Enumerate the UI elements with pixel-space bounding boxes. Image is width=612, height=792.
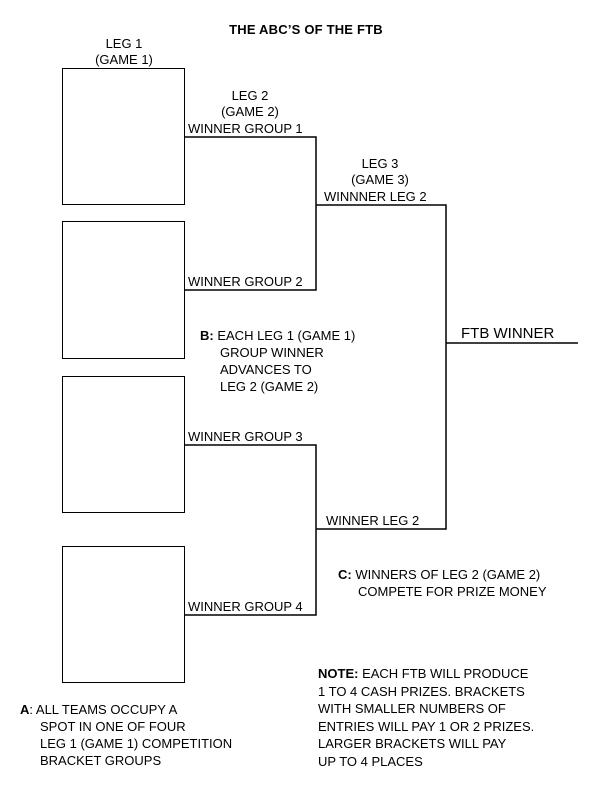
note-line1: EACH FTB WILL PRODUCE (362, 666, 529, 681)
bracket-leg2-upper (185, 136, 317, 291)
note-b-line3: ADVANCES TO (220, 362, 312, 377)
page-title: THE ABC’S OF THE FTB (229, 22, 383, 37)
leg3-label: LEG 3 (GAME 3) (330, 156, 430, 188)
leg1-line2: (GAME 1) (95, 52, 153, 67)
note-b-line4: LEG 2 (GAME 2) (220, 379, 319, 394)
group-1-box (62, 68, 185, 205)
note-a: A: ALL TEAMS OCCUPY A SPOT IN ONE OF FOU… (20, 701, 232, 769)
leg3-line1: LEG 3 (361, 156, 399, 171)
note-c: C: WINNERS OF LEG 2 (GAME 2) COMPETE FOR… (338, 566, 547, 600)
note-a-line4: BRACKET GROUPS (40, 753, 162, 768)
note-c-letter: C: (338, 567, 352, 582)
leg2-line2: (GAME 2) (221, 104, 279, 119)
winner-group-3-label: WINNER GROUP 3 (188, 429, 303, 444)
leg1-line1: LEG 1 (105, 36, 143, 51)
winner-leg2-bottom-label: WINNER LEG 2 (326, 513, 420, 528)
winner-group-2-label: WINNER GROUP 2 (188, 274, 303, 289)
note-main: NOTE: EACH FTB WILL PRODUCE 1 TO 4 CASH … (318, 665, 534, 770)
note-c-line1: WINNERS OF LEG 2 (GAME 2) (355, 567, 541, 582)
winner-group-1-label: WINNER GROUP 1 (188, 121, 303, 136)
note-b-line2: GROUP WINNER (220, 345, 324, 360)
leg2-label: LEG 2 (GAME 2) (200, 88, 300, 120)
note-b: B: EACH LEG 1 (GAME 1) GROUP WINNER ADVA… (200, 327, 355, 395)
leg2-line1: LEG 2 (231, 88, 269, 103)
winner-group-4-label: WINNER GROUP 4 (188, 599, 303, 614)
note-line6: UP TO 4 PLACES (318, 753, 423, 769)
note-line2: 1 TO 4 CASH PRIZES. BRACKETS (318, 683, 525, 699)
note-line5: LARGER BRACKETS WILL PAY (318, 736, 507, 751)
leg1-label: LEG 1 (GAME 1) (74, 36, 174, 68)
note-a-line3: LEG 1 (GAME 1) COMPETITION (40, 736, 233, 751)
note-line3: WITH SMALLER NUMBERS OF (318, 701, 506, 716)
group-2-box (62, 221, 185, 359)
note-c-line2: COMPETE FOR PRIZE MONEY (358, 584, 547, 599)
note-a-line1: : ALL TEAMS OCCUPY A (29, 702, 178, 717)
group-4-box (62, 546, 185, 683)
ftb-winner-label: FTB WINNER (461, 325, 555, 342)
note-label: NOTE: (318, 666, 359, 681)
note-b-line1: EACH LEG 1 (GAME 1) (217, 328, 356, 343)
note-a-line2: SPOT IN ONE OF FOUR (40, 719, 186, 734)
bracket-leg3 (316, 204, 447, 530)
winner-leg2-top-label: WINNNER LEG 2 (324, 189, 427, 204)
note-b-letter: B: (200, 328, 214, 343)
group-3-box (62, 376, 185, 513)
note-a-letter: A (20, 702, 30, 717)
note-line4: ENTRIES WILL PAY 1 OR 2 PRIZES. (318, 718, 535, 734)
bracket-leg2-lower (185, 444, 317, 616)
leg3-line2: (GAME 3) (351, 172, 409, 187)
